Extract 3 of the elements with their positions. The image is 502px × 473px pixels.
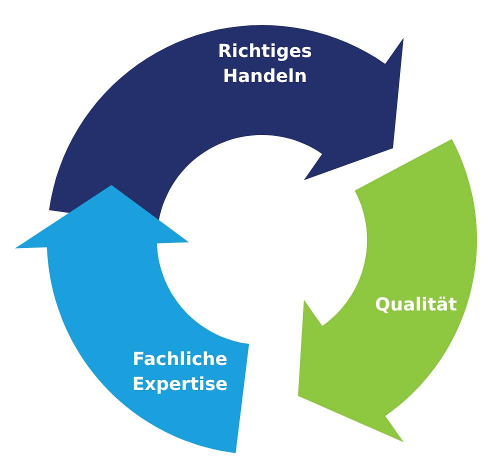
segment-label: Richtiges Handeln bbox=[216, 40, 314, 89]
segment-label: Qualität bbox=[374, 293, 458, 318]
segment-label: Fachliche Expertise bbox=[131, 348, 229, 397]
